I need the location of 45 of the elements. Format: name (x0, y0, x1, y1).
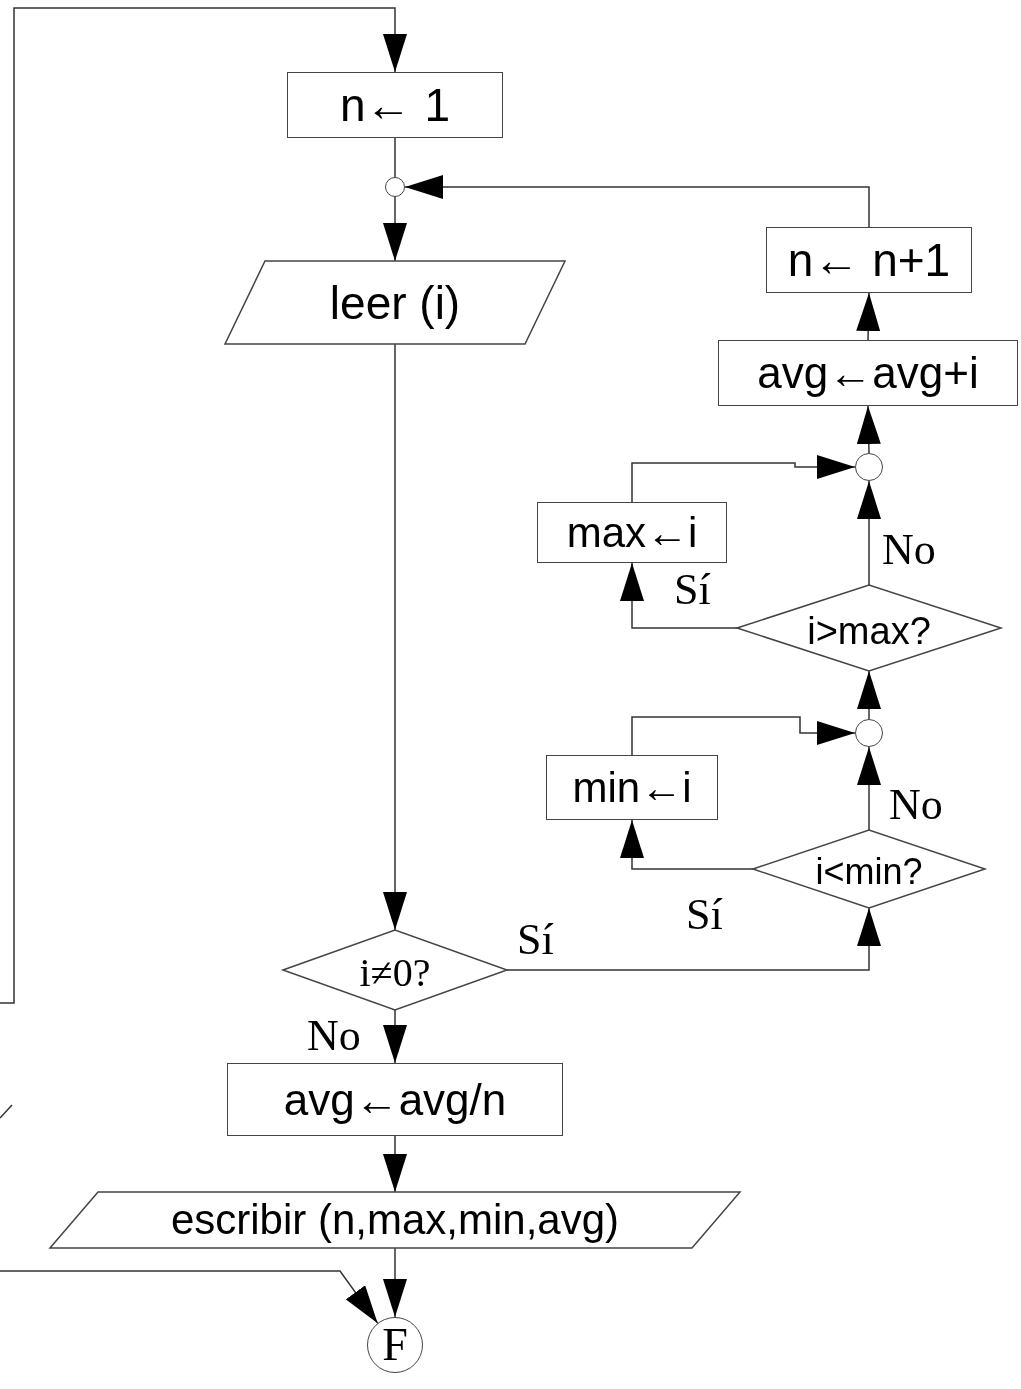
decision-diamond (753, 830, 985, 908)
arrow (404, 175, 870, 228)
arrow (0, 1270, 379, 1324)
decision-diamond (283, 930, 507, 1010)
process-text: avg←avg/n (283, 1077, 507, 1122)
terminal-text: F (382, 1322, 408, 1368)
decision-text: i≠0? (359, 953, 431, 993)
process-box (546, 755, 718, 820)
process-text: max←i (566, 511, 698, 554)
process-box (766, 227, 972, 293)
terminal-circle (367, 1317, 423, 1373)
connector-line (394, 137, 396, 178)
arrow (383, 343, 407, 931)
process-text: avg←avg+i (757, 351, 979, 395)
arrow (856, 405, 881, 454)
arrow (383, 1009, 407, 1064)
process-text: min←i (572, 766, 692, 809)
connector-circle (385, 177, 405, 197)
process-box (287, 72, 503, 138)
connector-circle (855, 453, 883, 481)
decision-text: i>max? (807, 612, 931, 650)
process-box (537, 502, 727, 563)
decision-diamond (737, 585, 1001, 671)
arrow (620, 819, 754, 870)
arrow (857, 480, 881, 586)
arrow (631, 716, 856, 756)
arrow (383, 1135, 407, 1193)
process-box (227, 1063, 563, 1136)
input-output-parallelogram (225, 261, 565, 344)
arrow (857, 746, 881, 831)
process-text: n← 1 (340, 82, 450, 128)
process-text: n← n+1 (787, 237, 951, 283)
arrow (631, 455, 856, 503)
arrow (857, 670, 881, 720)
decision-text: i<min? (815, 854, 923, 890)
arrow (383, 1247, 407, 1318)
arrow (856, 292, 881, 341)
input-output-text: escribir (n,max,min,avg) (170, 1199, 620, 1241)
arrow (383, 196, 407, 262)
process-box (718, 340, 1018, 406)
connector-circle (855, 719, 883, 747)
arrow (506, 907, 881, 971)
input-output-parallelogram (50, 1192, 740, 1248)
arrow (620, 562, 738, 629)
arrow (0, 7, 407, 1004)
